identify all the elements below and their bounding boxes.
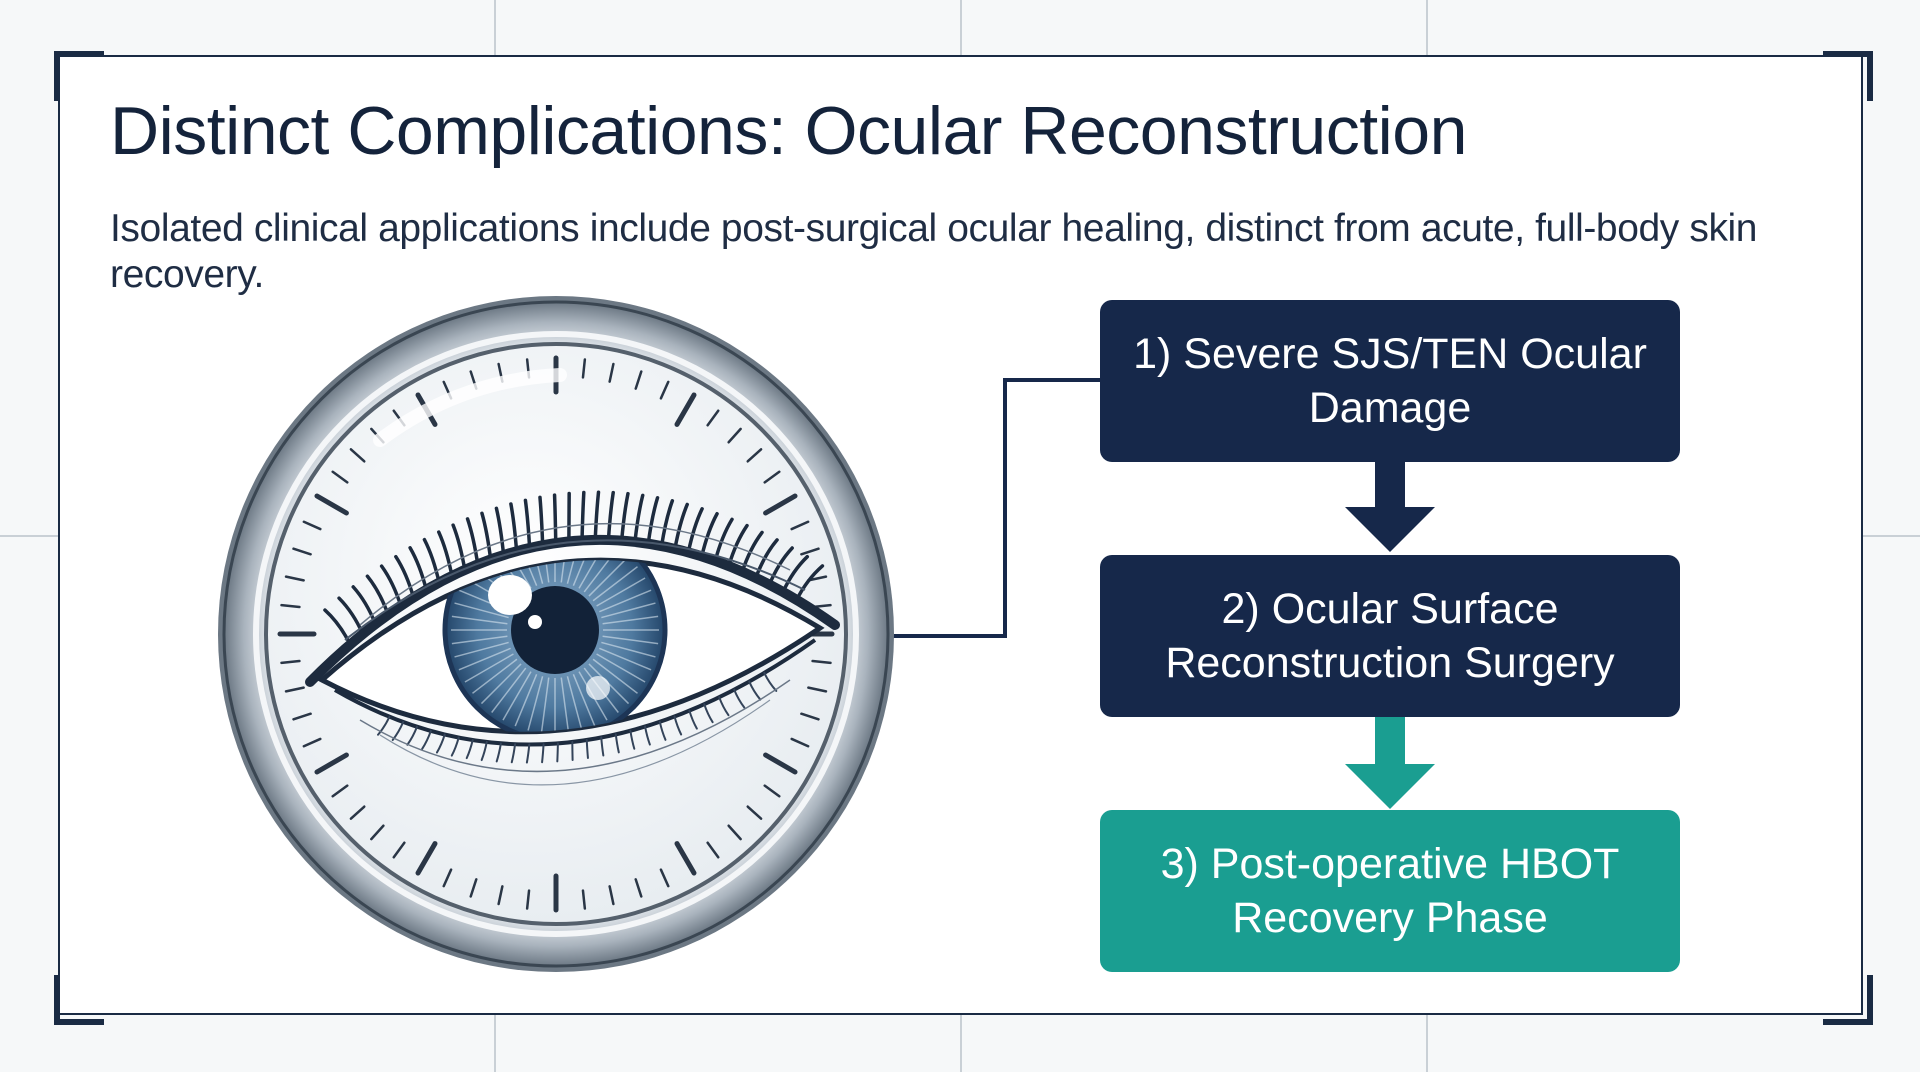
grid-line [494,1015,496,1072]
step-label: 1) Severe SJS/TEN Ocular Damage [1133,330,1647,432]
corner-bracket-bottom-right [1823,975,1873,1025]
corner-bracket-bottom-left [54,975,104,1025]
corner-bracket-top-left [54,51,104,101]
connector-line [890,378,1100,638]
grid-line [1426,1015,1428,1072]
grid-line [960,0,962,55]
step-box-1: 1) Severe SJS/TEN Ocular Damage [1100,300,1680,462]
eye-in-clock-dial-icon [218,296,894,972]
step-label: 3) Post-operative HBOT Recovery Phase [1160,840,1620,942]
grid-line [494,0,496,55]
arrow-down-icon [1345,461,1435,552]
corner-bracket-top-right [1823,51,1873,101]
page-subtitle: Isolated clinical applications include p… [110,207,1758,296]
grid-line [0,535,58,537]
step-box-2: 2) Ocular Surface Reconstruction Surgery [1100,555,1680,717]
arrow-down-icon [1345,716,1435,809]
grid-line [1863,535,1920,537]
step-label: 2) Ocular Surface Reconstruction Surgery [1165,585,1615,687]
step-box-3: 3) Post-operative HBOT Recovery Phase [1100,810,1680,972]
page-title: Distinct Complications: Ocular Reconstru… [110,93,1467,169]
grid-line [1426,0,1428,55]
grid-line [960,1015,962,1072]
